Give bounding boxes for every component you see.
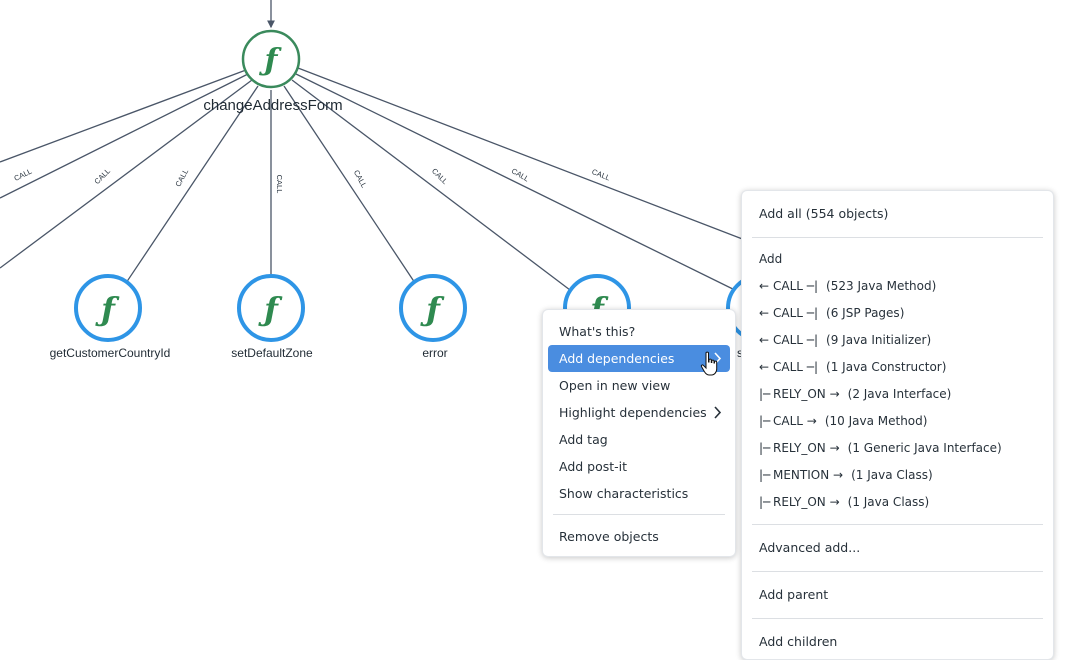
dependency-direction-icon: ←	[759, 279, 770, 293]
dependency-relation: RELY_ON →	[773, 441, 840, 455]
dependency-relation: MENTION →	[773, 468, 844, 482]
chevron-right-icon	[714, 406, 722, 419]
dependency-direction-icon: |─	[759, 468, 771, 482]
edges-layer	[0, 0, 746, 296]
submenu-add-all[interactable]: Add all (554 objects)	[759, 206, 889, 221]
dependency-relation: CALL ─|	[773, 279, 819, 293]
dependency-count: (6 JSP Pages)	[826, 306, 905, 320]
dependency-count: (1 Java Class)	[847, 495, 930, 509]
dependency-relation: CALL ─|	[773, 360, 819, 374]
dependency-item[interactable]: |─CALL → (10 Java Method)	[747, 408, 1048, 435]
edge-label: CALL	[591, 167, 612, 182]
menu-item-show-characteristics[interactable]: Show characteristics	[548, 480, 730, 507]
context-menu: What's this? Add dependencies Open in ne…	[542, 309, 736, 557]
menu-divider	[752, 618, 1043, 619]
call-edge	[291, 79, 571, 291]
edge-label: CALL	[173, 167, 190, 188]
call-edge	[125, 85, 259, 284]
edge-label: CALL	[352, 168, 369, 189]
menu-item-highlight-dependencies[interactable]: Highlight dependencies	[548, 399, 730, 426]
menu-item-open-in-new-view[interactable]: Open in new view	[548, 372, 730, 399]
dependency-count: (1 Generic Java Interface)	[847, 441, 1002, 455]
menu-item-label: What's this?	[559, 324, 636, 339]
dependency-direction-icon: |─	[759, 495, 771, 509]
menu-divider	[553, 514, 725, 515]
root-node-label: changeAddressForm	[203, 97, 342, 114]
menu-item-label: Add post-it	[559, 459, 628, 474]
child-node[interactable]: ƒ error	[399, 274, 467, 360]
hand-cursor-icon	[700, 351, 718, 376]
submenu-add-children[interactable]: Add children	[759, 634, 838, 649]
child-node[interactable]: ƒ setDefaultZone	[231, 274, 313, 360]
dependency-relation: RELY_ON →	[773, 495, 840, 509]
dependency-count: (523 Java Method)	[826, 279, 937, 293]
edge-label: CALL	[92, 166, 112, 186]
submenu-add-header: Add	[759, 252, 783, 266]
dependency-relation: CALL ─|	[773, 306, 819, 320]
dependency-item[interactable]: |─RELY_ON → (2 Java Interface)	[747, 381, 1048, 408]
dependency-item[interactable]: ←CALL ─| (6 JSP Pages)	[747, 300, 1048, 327]
call-edge	[283, 85, 416, 284]
dependency-count: (2 Java Interface)	[847, 387, 952, 401]
dependency-count: (1 Java Constructor)	[826, 360, 947, 374]
dependency-count: (1 Java Class)	[851, 468, 933, 482]
dependency-item[interactable]: ←CALL ─| (1 Java Constructor)	[747, 354, 1048, 381]
menu-item-remove-objects[interactable]: Remove objects	[548, 523, 730, 550]
dependency-direction-icon: |─	[759, 441, 771, 455]
call-edge	[297, 67, 746, 241]
dependency-direction-icon: ←	[759, 333, 770, 347]
dependency-relation: CALL →	[773, 414, 817, 428]
node-label: getCustomerCountryId	[50, 346, 171, 360]
edge-label: CALL	[12, 167, 33, 183]
edge-label: CALL	[430, 166, 450, 186]
call-edge	[295, 73, 746, 296]
dependency-list: ←CALL ─|(523 Java Method)←CALL ─|(6 JSP …	[747, 273, 1048, 516]
add-dependencies-submenu: Add all (554 objects) Add ←CALL ─|(523 J…	[741, 190, 1054, 660]
child-node[interactable]: ƒ getCustomerCountryId	[50, 274, 171, 360]
menu-item-add-post-it[interactable]: Add post-it	[548, 453, 730, 480]
node-label: setDefaultZone	[231, 346, 313, 360]
menu-item-label: Open in new view	[559, 378, 671, 393]
node-label: s	[737, 346, 743, 360]
dependency-count: (9 Java Initializer)	[826, 333, 932, 347]
menu-divider	[752, 524, 1043, 525]
dependency-direction-icon: ←	[759, 360, 770, 374]
edge-label: CALL	[275, 175, 284, 194]
menu-item-label: Show characteristics	[559, 486, 689, 501]
dependency-count: (10 Java Method)	[824, 414, 928, 428]
call-edge	[0, 73, 249, 199]
node-label: error	[422, 346, 447, 360]
dependency-item[interactable]: |─RELY_ON → (1 Java Class)	[747, 489, 1048, 516]
menu-divider	[752, 571, 1043, 572]
menu-item-label: Highlight dependencies	[559, 405, 707, 420]
call-edge	[0, 79, 253, 269]
menu-item-add-dependencies[interactable]: Add dependencies	[548, 345, 730, 372]
dependency-relation: CALL ─|	[773, 333, 819, 347]
dependency-item[interactable]: |─RELY_ON → (1 Generic Java Interface)	[747, 435, 1048, 462]
submenu-add-parent[interactable]: Add parent	[759, 587, 829, 602]
dependency-item[interactable]: ←CALL ─| (9 Java Initializer)	[747, 327, 1048, 354]
root-node[interactable]: ƒ changeAddressForm	[203, 29, 343, 114]
dependency-direction-icon: |─	[759, 387, 771, 401]
submenu-advanced-add[interactable]: Advanced add...	[759, 540, 861, 555]
dependency-direction-icon: ←	[759, 306, 770, 320]
menu-item-whats-this[interactable]: What's this?	[548, 318, 730, 345]
menu-divider	[752, 237, 1043, 238]
menu-item-label: Remove objects	[559, 529, 659, 544]
dependency-item[interactable]: |─MENTION → (1 Java Class)	[747, 462, 1048, 489]
dependency-item[interactable]: ←CALL ─| (523 Java Method)	[747, 273, 1048, 300]
menu-item-add-tag[interactable]: Add tag	[548, 426, 730, 453]
menu-item-label: Add tag	[559, 432, 608, 447]
menu-item-label: Add dependencies	[559, 351, 675, 366]
call-edge	[0, 69, 247, 163]
dependency-relation: RELY_ON →	[773, 387, 840, 401]
dependency-direction-icon: |─	[759, 414, 771, 428]
